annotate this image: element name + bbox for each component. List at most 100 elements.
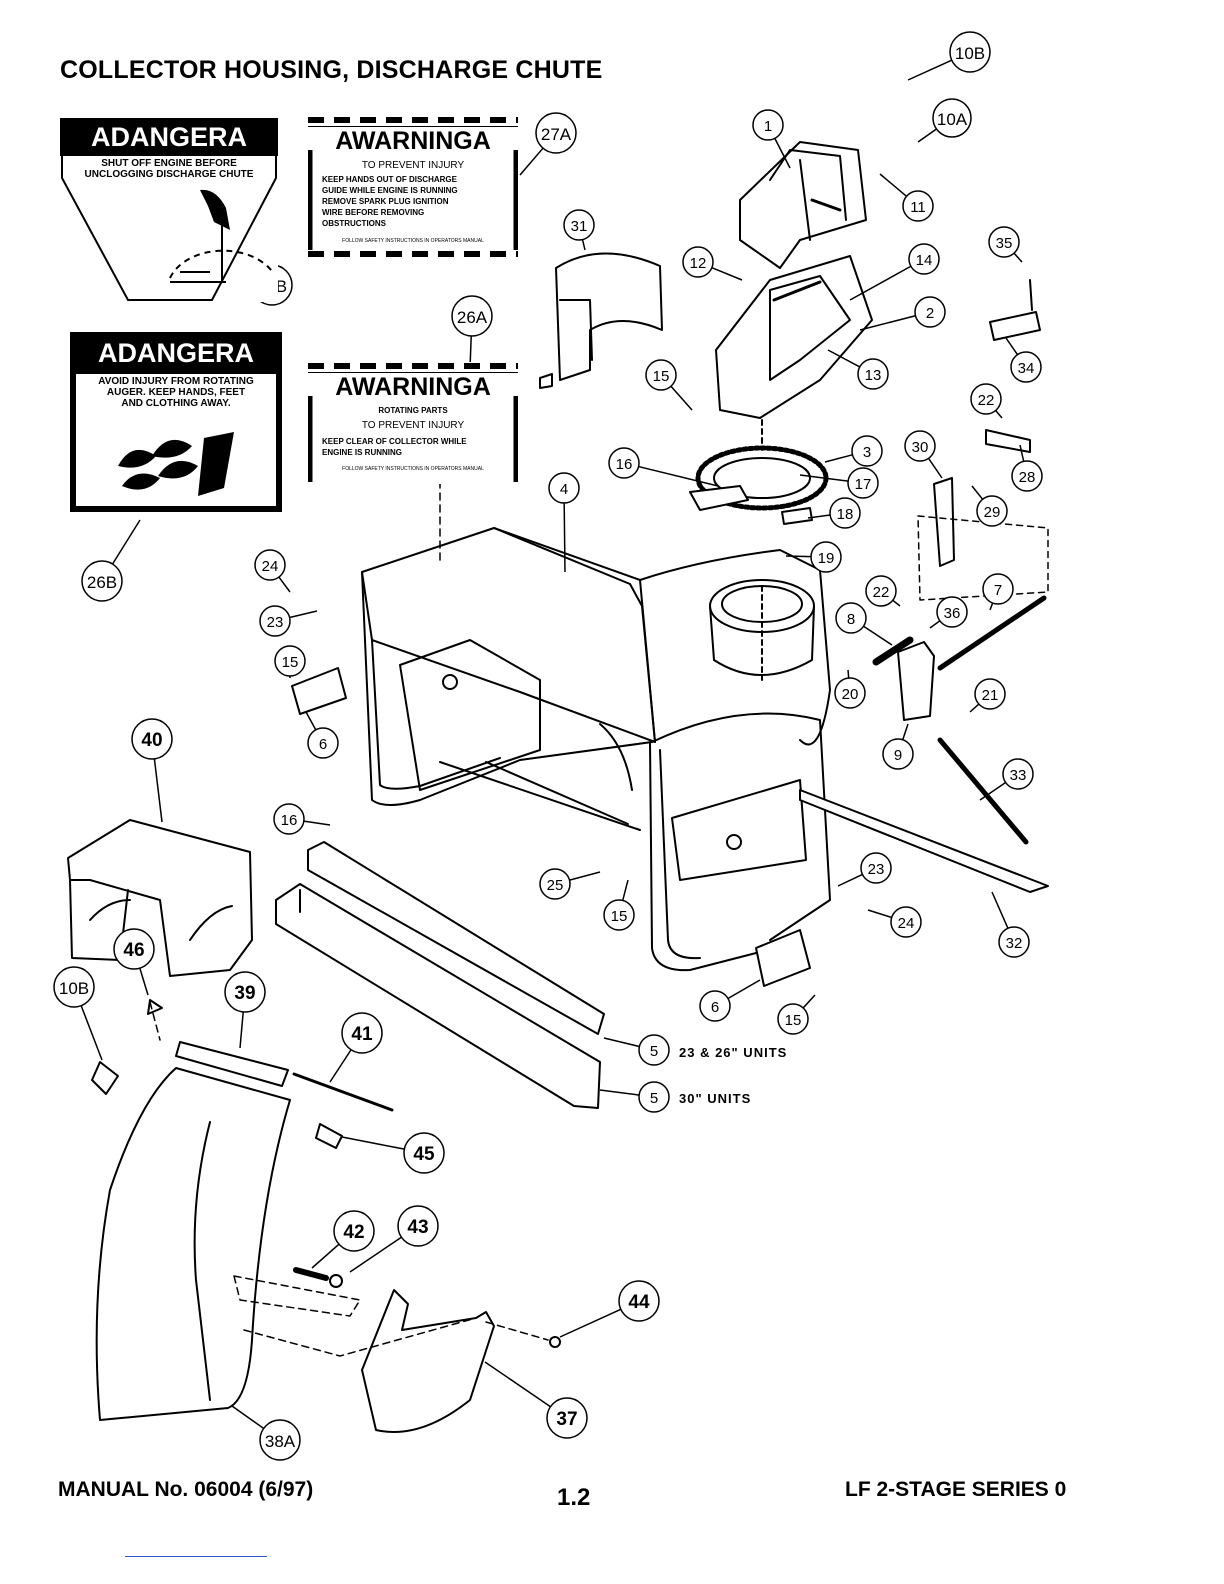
callout-leader [902, 723, 909, 741]
callout-circle [810, 541, 842, 573]
callout-circle [638, 1034, 670, 1066]
callout-leader [80, 1005, 103, 1061]
callout-circle [914, 296, 946, 328]
crank-assembly [872, 279, 1049, 845]
upper-chute [739, 141, 867, 269]
callout-leader [989, 602, 994, 611]
callout-c1: 1 [752, 109, 791, 169]
callout-number: 36 [944, 605, 961, 622]
callout-leader [1013, 252, 1023, 263]
callout-c15-b: 15 [274, 645, 306, 678]
callout-c26A: 26A [451, 295, 493, 369]
warning-item-1a: KEEP HANDS OUT OF DISCHARGE [322, 175, 457, 184]
callout-leader [892, 599, 901, 607]
callout-leader [603, 1037, 640, 1048]
callout-number: 5 [650, 1090, 658, 1107]
callout-c46: 46 [113, 928, 155, 996]
warning-item-2b: WIRE BEFORE REMOVING [322, 208, 425, 217]
callout-leader [670, 385, 693, 411]
callout-number: 27A [541, 125, 572, 144]
callout-circle [865, 575, 897, 607]
callout-c27A: 27A [519, 112, 577, 176]
note-23-26-units: 23 & 26" UNITS [679, 1045, 788, 1060]
callout-c22-top: 22 [970, 383, 1003, 419]
warning-footnote: FOLLOW SAFETY INSTRUCTIONS IN OPERATORS … [342, 238, 484, 244]
callout-c9: 9 [882, 723, 914, 770]
callout-c8: 8 [835, 602, 893, 646]
callout-c37: 37 [484, 1361, 588, 1439]
callout-c17: 17 [799, 467, 879, 499]
callout-number: 23 [868, 861, 885, 878]
callout-number: 15 [785, 1012, 802, 1029]
callout-leader [863, 625, 893, 646]
danger-line-1: SHUT OFF ENGINE BEFORE [101, 158, 237, 169]
callout-leader [979, 781, 1007, 801]
callout-circle [273, 803, 305, 835]
warning-title: TO PREVENT INJURY [361, 160, 465, 171]
callout-leader [239, 1011, 244, 1049]
callout-number: 29 [984, 504, 1001, 521]
gear-ring [689, 419, 829, 525]
callout-leader [349, 1236, 402, 1273]
callout-leader [859, 315, 916, 331]
callout-circle [682, 246, 714, 278]
callout-circle [970, 383, 1002, 415]
callout-c10B-top: 10B [907, 31, 991, 81]
callout-c41: 41 [329, 1012, 383, 1083]
callout-c30: 30 [904, 430, 943, 479]
warning-label-26a: AWARNINGA ROTATING PARTS TO PREVENT INJU… [308, 362, 518, 484]
collector-housing [361, 527, 831, 972]
discharge-chute [95, 1067, 291, 1421]
callout-c3: 3 [824, 435, 883, 467]
callout-c23-mid: 23 [837, 852, 892, 887]
callout-leader [929, 620, 941, 629]
callout-number: 33 [1010, 767, 1027, 784]
callout-number: 21 [982, 687, 999, 704]
callout-number: 39 [234, 983, 255, 1004]
callout-c2: 2 [859, 296, 946, 331]
callout-c16-top: 16 [608, 447, 719, 487]
callout-c10A: 10A [917, 98, 972, 143]
lower-deflector [361, 1289, 495, 1433]
shave-plate-23-26 [307, 841, 605, 1035]
callout-circle [860, 852, 892, 884]
callout-circle [307, 727, 339, 759]
danger-heading: ADANGERA [60, 118, 278, 156]
callout-number: 34 [1018, 360, 1035, 377]
callout-circle [608, 447, 640, 479]
danger-line-3: AND CLOTHING AWAY. [121, 398, 231, 409]
callout-leader [907, 59, 953, 81]
callout-circle [274, 645, 306, 677]
callout-c20: 20 [834, 669, 866, 709]
callout-c23-top: 23 [259, 605, 318, 637]
callout-number: 28 [1019, 469, 1036, 486]
callout-circle [902, 190, 934, 222]
callout-circle [535, 112, 577, 154]
warning-item-1a: KEEP CLEAR OF COLLECTOR WHILE [322, 437, 467, 446]
callout-number: 23 [267, 614, 284, 631]
callout-c14: 14 [849, 243, 940, 301]
callout-circle [932, 98, 972, 138]
callout-circle [835, 602, 867, 634]
callout-number: 43 [407, 1217, 428, 1238]
callout-leader [569, 871, 601, 881]
callout-number: 38A [265, 1432, 296, 1451]
callout-circle [451, 295, 493, 337]
callout-circle [548, 472, 580, 504]
callout-leader [995, 409, 1003, 419]
manual-number: MANUAL No. 06004 (6/97) [58, 1478, 314, 1501]
callout-number: 15 [611, 908, 628, 925]
callout-c24-top: 24 [254, 549, 291, 593]
callout-number: 16 [616, 456, 633, 473]
callout-leader [827, 349, 861, 368]
warning-item-2c: OBSTRUCTIONS [322, 219, 386, 228]
callout-leader [303, 820, 331, 826]
callout-circle [976, 495, 1008, 527]
callout-number: 22 [873, 584, 890, 601]
callout-leader [969, 703, 980, 713]
callout-leader [774, 138, 791, 169]
callout-number: 6 [319, 736, 327, 753]
callout-number: 8 [847, 611, 855, 628]
callout-number: 11 [910, 199, 926, 216]
callout-layer: 10B10A11127A27B31121423526A1315342230316… [53, 31, 1043, 1461]
